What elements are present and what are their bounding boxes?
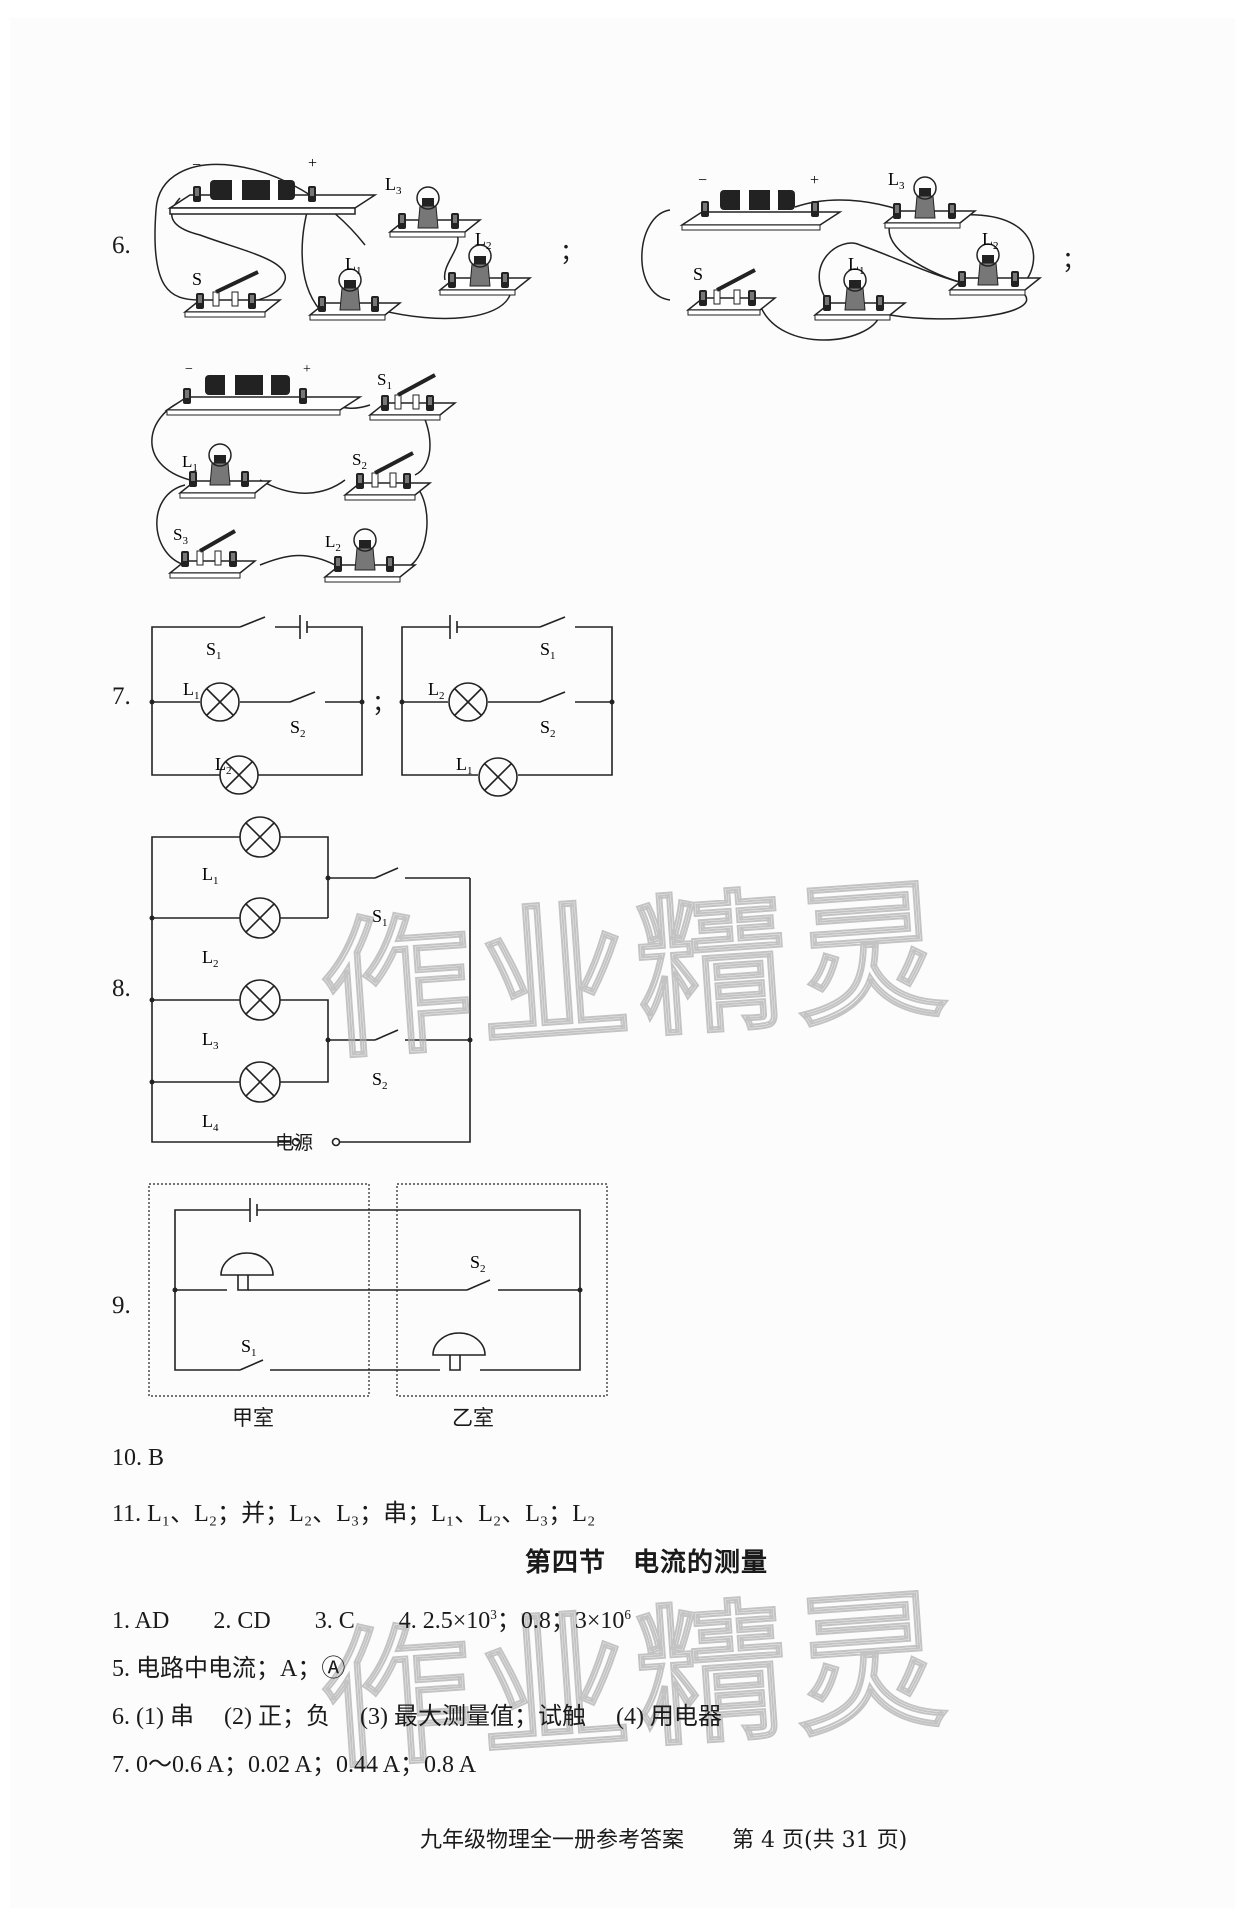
- q11-text: L₁、L₂；并；L₂、L₃；串；L₁、L₂、L₃；L₂: [147, 1501, 596, 1527]
- q10-answer: 10. B: [112, 1445, 165, 1471]
- q8-power-source-label: 电源: [275, 1132, 314, 1154]
- q9-schematic: S2 S1: [148, 1183, 608, 1397]
- q9-number: 9.: [112, 1292, 131, 1319]
- q7-number: 7.: [112, 683, 131, 710]
- svg-text:L2: L2: [325, 532, 341, 554]
- q9-room-a-label: 甲室: [232, 1406, 274, 1430]
- svg-text:+: +: [308, 155, 317, 172]
- svg-text:S1: S1: [372, 906, 388, 929]
- svg-text:L1: L1: [345, 254, 362, 277]
- answer-4-exp2: 6: [624, 1606, 631, 1622]
- svg-text:L2: L2: [475, 229, 492, 252]
- q6-number: 6.: [112, 232, 131, 259]
- answer-5: 5. 电路中电流；A；Ⓐ: [112, 1656, 346, 1682]
- footer-book-title: 九年级物理全一册参考答案: [420, 1828, 685, 1853]
- q8-schematic: L1 L2 L3 L4 S1 S2: [149, 816, 473, 1147]
- svg-text:S2: S2: [290, 717, 306, 740]
- svg-text:S3: S3: [173, 525, 188, 547]
- q6-separator-1: ；: [560, 238, 584, 266]
- q7-schematic-1: S1 L1 S2 L2: [149, 615, 365, 795]
- q6-separator-2: ；: [1062, 246, 1086, 274]
- answer-2: 2. CD: [213, 1608, 271, 1634]
- svg-text:+: +: [303, 362, 311, 377]
- answer-row-1-4: 1. AD 2. CD 3. C 4. 2.5×103；0.8；3×106: [112, 1600, 631, 1635]
- svg-text:S1: S1: [241, 1336, 257, 1359]
- q6-physical-circuit-1: −+ L3 L2 L1 S: [154, 155, 533, 321]
- svg-text:S2: S2: [372, 1069, 388, 1092]
- q8-number: 8.: [112, 975, 131, 1002]
- svg-text:S1: S1: [377, 370, 392, 392]
- answer-7: 7. 0～0.6 A；0.02 A；0.44 A；0.8 A: [112, 1752, 477, 1778]
- svg-text:S1: S1: [206, 639, 222, 662]
- svg-text:L3: L3: [202, 1029, 219, 1052]
- q6-physical-circuit-2: − + L3 L2 L1 S: [641, 169, 1043, 341]
- answer-6: 6. (1) 串 (2) 正；负 (3) 最大测量值；试触 (4) 用电器: [112, 1704, 722, 1730]
- page-footer: 九年级物理全一册参考答案 第 4 页(共 31 页): [420, 1822, 907, 1854]
- answer-1: 1. AD: [112, 1608, 170, 1634]
- svg-text:L1: L1: [182, 452, 198, 474]
- q11-answer: 11. L₁、L₂；并；L₂、L₃；串；L₁、L₂、L₃；L₂: [112, 1493, 595, 1528]
- q7-schematic-2: S1 L2 S2 L1: [399, 615, 615, 797]
- answer-4: 4. 2.5×103；0.8；3×106: [398, 1606, 631, 1634]
- answer-4-part2: ；0.8；3×10: [496, 1608, 625, 1634]
- footer-page-number: 第 4 页(共 31 页): [732, 1828, 908, 1853]
- section-heading: 第四节 电流的测量: [525, 1548, 769, 1578]
- svg-text:+: +: [810, 172, 819, 189]
- svg-text:L2: L2: [982, 229, 999, 252]
- battery-box-icon: −+: [167, 155, 378, 215]
- q6-physical-circuit-3: − + S1 L1 S2 S3 L2: [151, 362, 458, 583]
- svg-text:−: −: [698, 172, 707, 189]
- svg-text:S: S: [693, 264, 703, 284]
- svg-text:S2: S2: [352, 450, 367, 472]
- svg-text:L1: L1: [848, 254, 865, 277]
- svg-text:L2: L2: [202, 947, 219, 970]
- q9-room-b-label: 乙室: [452, 1406, 494, 1430]
- svg-text:S2: S2: [470, 1252, 486, 1275]
- svg-text:−: −: [185, 362, 193, 377]
- answer-4-part1: 4. 2.5×10: [398, 1608, 491, 1634]
- svg-text:L4: L4: [202, 1111, 219, 1134]
- svg-text:S: S: [192, 269, 202, 289]
- q7-separator: ；: [372, 689, 396, 717]
- svg-text:−: −: [192, 157, 201, 174]
- answer-4-exp1: 3: [490, 1606, 497, 1622]
- svg-text:L3: L3: [385, 174, 402, 197]
- svg-text:L1: L1: [202, 864, 219, 887]
- svg-text:L1: L1: [183, 679, 200, 702]
- svg-text:L2: L2: [428, 679, 445, 702]
- svg-text:S1: S1: [540, 639, 556, 662]
- svg-text:L1: L1: [456, 754, 473, 777]
- answer-3: 3. C: [314, 1608, 355, 1634]
- svg-text:L3: L3: [888, 169, 905, 192]
- svg-text:S2: S2: [540, 717, 556, 740]
- page: [10, 18, 1235, 1908]
- q11-number: 11.: [112, 1501, 148, 1527]
- svg-text:L2: L2: [215, 754, 232, 777]
